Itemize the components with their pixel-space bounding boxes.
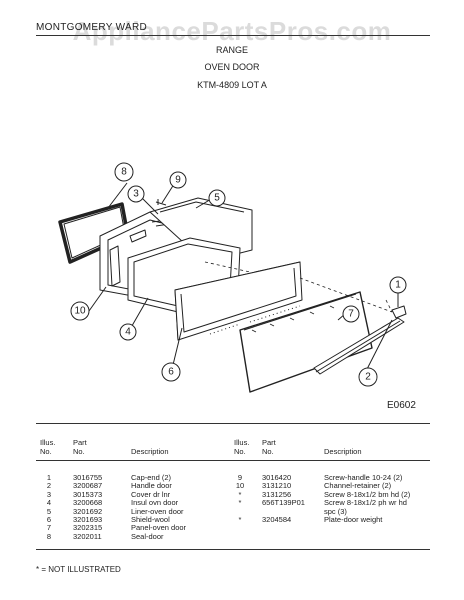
screw-handle-part bbox=[155, 199, 167, 206]
table-cell-part: 3200668 bbox=[73, 498, 103, 508]
table-cell-desc: Insul ovn door bbox=[131, 498, 179, 508]
table-cell-part: 3201692 bbox=[73, 506, 103, 516]
table-cell-desc: Channel-retainer (2) bbox=[324, 481, 392, 491]
callout-10: 10 bbox=[74, 306, 86, 317]
callout-9: 9 bbox=[175, 175, 181, 186]
table-cell-illus: 5 bbox=[46, 506, 52, 516]
callout-7: 7 bbox=[348, 309, 354, 320]
table-cell-illus: * bbox=[238, 489, 242, 499]
callout-8: 8 bbox=[121, 167, 127, 178]
table-cell-desc: Plate-door weight bbox=[324, 515, 383, 524]
header-rule bbox=[36, 35, 430, 36]
callout-5: 5 bbox=[214, 193, 220, 204]
table-cell-part: 3201693 bbox=[73, 515, 103, 524]
callout-3: 3 bbox=[133, 189, 139, 200]
header-illus-no-right: Illus.No. bbox=[234, 438, 250, 456]
table-cell-illus: * bbox=[238, 515, 242, 524]
table-cell-desc: Handle door bbox=[131, 481, 172, 491]
table-cell-illus: 9 bbox=[237, 473, 243, 482]
table-cell-illus: 4 bbox=[46, 498, 52, 508]
table-cell-part: 3202011 bbox=[73, 531, 102, 541]
table-cell-desc: Screw 8-18x1/2 bm hd (2) bbox=[324, 489, 411, 499]
table-top-rule bbox=[36, 423, 430, 424]
table-cell-desc: Liner-oven door bbox=[131, 506, 184, 516]
table-cell-desc: Panel-oven door bbox=[131, 523, 187, 533]
table-cell-desc: Cover dr lnr bbox=[131, 489, 171, 499]
title-section: OVEN DOOR bbox=[204, 62, 260, 72]
table-cell-illus: 2 bbox=[46, 481, 52, 491]
shield-wool-part bbox=[174, 261, 303, 341]
table-cell-illus: 1 bbox=[46, 473, 52, 482]
table-cell-illus: * bbox=[238, 498, 242, 508]
table-cell-part: 3016420 bbox=[262, 473, 292, 482]
callout-circles bbox=[70, 162, 407, 387]
header-description-left: Description bbox=[131, 447, 169, 456]
table-cell-desc: Shield-wool bbox=[131, 515, 170, 524]
table-cell-desc: Screw 8-18x1/2 ph wr hd bbox=[324, 498, 407, 508]
footnote: * = NOT ILLUSTRATED bbox=[36, 565, 121, 574]
header-illus-no-left: Illus.No. bbox=[40, 438, 56, 456]
title-appliance: RANGE bbox=[215, 45, 248, 55]
table-cell-desc: Seal-door bbox=[131, 531, 164, 541]
table-cell-part: 3200687 bbox=[73, 481, 103, 491]
table-cell-illus: 3 bbox=[46, 489, 52, 499]
table-cell-part: 3015373 bbox=[73, 489, 103, 499]
callout-4: 4 bbox=[125, 327, 131, 338]
table-header-rule bbox=[36, 460, 430, 461]
table-cell-part: 656T139P01 bbox=[262, 498, 305, 508]
table-cell-part: 3016755 bbox=[73, 473, 103, 482]
figure-code: E0602 bbox=[387, 400, 416, 411]
title-model: KTM-4809 LOT A bbox=[197, 80, 267, 90]
table-cell-part: 3202315 bbox=[73, 523, 103, 533]
end-cap-part bbox=[391, 305, 407, 319]
table-cell-illus: 6 bbox=[46, 515, 52, 524]
table-bottom-rule bbox=[36, 549, 430, 550]
table-cell-part: 3131256 bbox=[262, 489, 292, 499]
table-cell-part: 3131210 bbox=[262, 481, 292, 491]
table-cell-illus: 8 bbox=[46, 531, 52, 541]
watermark: AppliancePartsPros.com bbox=[72, 16, 392, 46]
handle-door-part bbox=[313, 317, 405, 375]
callout-2: 2 bbox=[365, 372, 371, 383]
callout-1: 1 bbox=[395, 280, 401, 291]
table-cell-illus: 10 bbox=[235, 481, 245, 491]
brand-name: MONTGOMERY WARD bbox=[36, 22, 147, 33]
callout-6: 6 bbox=[168, 367, 174, 378]
table-cell-desc: Screw-handle 10-24 (2) bbox=[324, 473, 403, 482]
panel-oven-door-part bbox=[239, 291, 373, 393]
table-cell-part: 3204584 bbox=[262, 515, 292, 524]
table-cell-desc: Cap-end (2) bbox=[131, 473, 172, 482]
header-description-right: Description bbox=[324, 447, 362, 456]
table-cell-desc: spc (3) bbox=[324, 506, 347, 516]
table-cell-illus: 7 bbox=[46, 523, 52, 533]
